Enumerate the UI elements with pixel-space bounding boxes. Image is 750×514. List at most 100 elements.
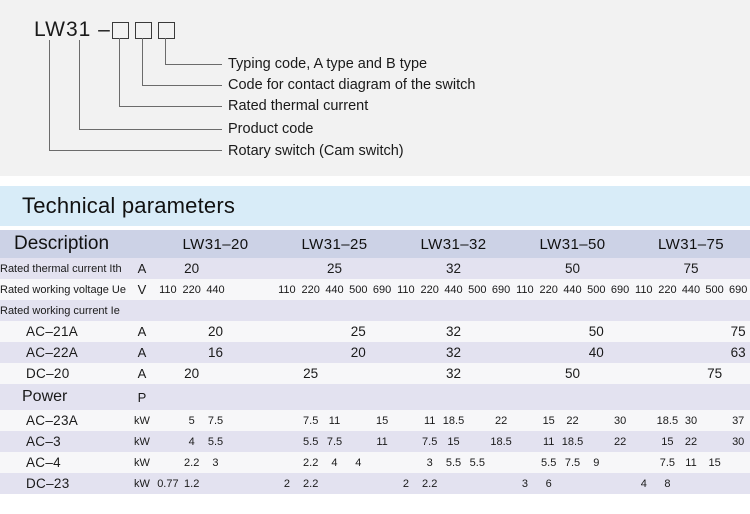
cell-value: 440 bbox=[681, 283, 701, 296]
table-cell: 15 22 30 bbox=[513, 410, 632, 431]
table-cell: 20 bbox=[156, 258, 275, 279]
row-label: Rated thermal current Ith bbox=[0, 262, 122, 275]
table-cell: 75 bbox=[632, 258, 750, 279]
table-cell: 20 bbox=[275, 342, 394, 363]
cell-value: 2.2 bbox=[303, 456, 319, 469]
cell-value: 20 bbox=[184, 261, 200, 276]
cell-value: 40 bbox=[588, 345, 604, 360]
cell-value: 0.77 bbox=[157, 477, 179, 490]
table-cell: 16 bbox=[156, 342, 275, 363]
cell-value: 50 bbox=[564, 366, 580, 381]
table-cell bbox=[513, 300, 632, 321]
cell-value: 4 bbox=[355, 456, 362, 469]
cell-value: 7.5 bbox=[422, 435, 438, 448]
cell-value: 500 bbox=[468, 283, 487, 296]
cell-value: 25 bbox=[326, 261, 342, 276]
table-header: Description LW31–20 LW31–25 LW31–32 LW31… bbox=[0, 230, 750, 258]
row-label: AC–4 bbox=[26, 455, 61, 470]
cell-value: 15 bbox=[708, 456, 721, 469]
cell-value: 2 bbox=[283, 477, 290, 490]
row-label: AC–23A bbox=[26, 413, 79, 428]
code-box-1 bbox=[112, 22, 129, 39]
cell-value: 440 bbox=[444, 283, 463, 296]
header-model-lw31-32: LW31–32 bbox=[420, 235, 487, 253]
cell-value: 25 bbox=[350, 324, 366, 339]
cell-value: 22 bbox=[613, 435, 627, 448]
cell-value: 220 bbox=[658, 283, 677, 296]
table-cell bbox=[156, 300, 275, 321]
table-row: Rated working current Ie bbox=[0, 300, 750, 321]
table-cell: 5.5 7.5 9 bbox=[513, 452, 632, 473]
table-cell: 32 bbox=[394, 321, 513, 342]
table-cell: 25 bbox=[275, 321, 394, 342]
cell-value: 1.2 bbox=[184, 477, 200, 490]
cell-value: 7.5 bbox=[207, 414, 224, 427]
cell-value: 20 bbox=[350, 345, 366, 360]
cell-value: 690 bbox=[610, 283, 630, 296]
table-cell: 20 bbox=[156, 321, 275, 342]
cell-value: 11 bbox=[376, 435, 388, 448]
row-unit: kW bbox=[134, 414, 150, 427]
cell-value: 30 bbox=[613, 414, 627, 427]
cell-value: 2.2 bbox=[422, 477, 438, 490]
cell-value: 7.5 bbox=[326, 435, 343, 448]
header-model-lw31-25: LW31–25 bbox=[301, 235, 368, 253]
cell-value: 11 bbox=[423, 414, 436, 427]
table-cell: 2.2 4 4 bbox=[275, 452, 394, 473]
table-cell bbox=[394, 384, 513, 410]
cell-value: 15 bbox=[375, 414, 389, 427]
cell-value: 5.5 bbox=[469, 456, 485, 469]
table-cell: 75 bbox=[632, 363, 750, 384]
row-unit: kW bbox=[134, 435, 150, 448]
cell-value: 9 bbox=[593, 456, 600, 469]
cell-value: 15 bbox=[542, 414, 555, 427]
leader-line-horizontal-typing bbox=[165, 64, 222, 65]
table-cell: 50 bbox=[513, 363, 632, 384]
cell-value: 220 bbox=[420, 283, 439, 296]
model-code-text: LW31 – bbox=[34, 18, 111, 41]
code-box-2 bbox=[135, 22, 152, 39]
leader-line-vertical-rotary bbox=[49, 40, 50, 150]
leader-line-horizontal-rotary bbox=[49, 150, 222, 151]
leader-label-rated-thermal-current: Rated thermal current bbox=[228, 98, 369, 114]
row-label: Rated working voltage Ue bbox=[0, 283, 126, 296]
cell-value: 32 bbox=[445, 261, 461, 276]
cell-value: 440 bbox=[206, 283, 225, 296]
cell-value: 16 bbox=[207, 345, 223, 360]
cell-value: 15 bbox=[661, 435, 674, 448]
row-unit: P bbox=[137, 389, 147, 405]
cell-value: 7.5 bbox=[564, 456, 581, 469]
cell-value: 20 bbox=[184, 366, 200, 381]
table-cell bbox=[275, 300, 394, 321]
cell-value: 5.5 bbox=[303, 435, 319, 448]
cell-value: 220 bbox=[539, 283, 558, 296]
cell-value: 4 bbox=[331, 456, 338, 469]
cell-value: 690 bbox=[372, 283, 392, 296]
cell-value: 25 bbox=[303, 366, 319, 381]
cell-value: 3 bbox=[521, 477, 528, 490]
cell-value: 30 bbox=[732, 435, 745, 448]
cell-value: 5.5 bbox=[541, 456, 557, 469]
cell-value: 22 bbox=[566, 414, 579, 427]
table-cell: 75 bbox=[632, 321, 750, 342]
table-cell: 63 bbox=[632, 342, 750, 363]
table-cell: 0.77 1.2 bbox=[156, 473, 275, 494]
cell-value: 2 bbox=[402, 477, 409, 490]
specifications-table-wrapper: Description LW31–20 LW31–25 LW31–32 LW31… bbox=[0, 230, 750, 494]
header-model-lw31-50: LW31–50 bbox=[539, 235, 606, 253]
cell-value: 690 bbox=[729, 283, 748, 296]
